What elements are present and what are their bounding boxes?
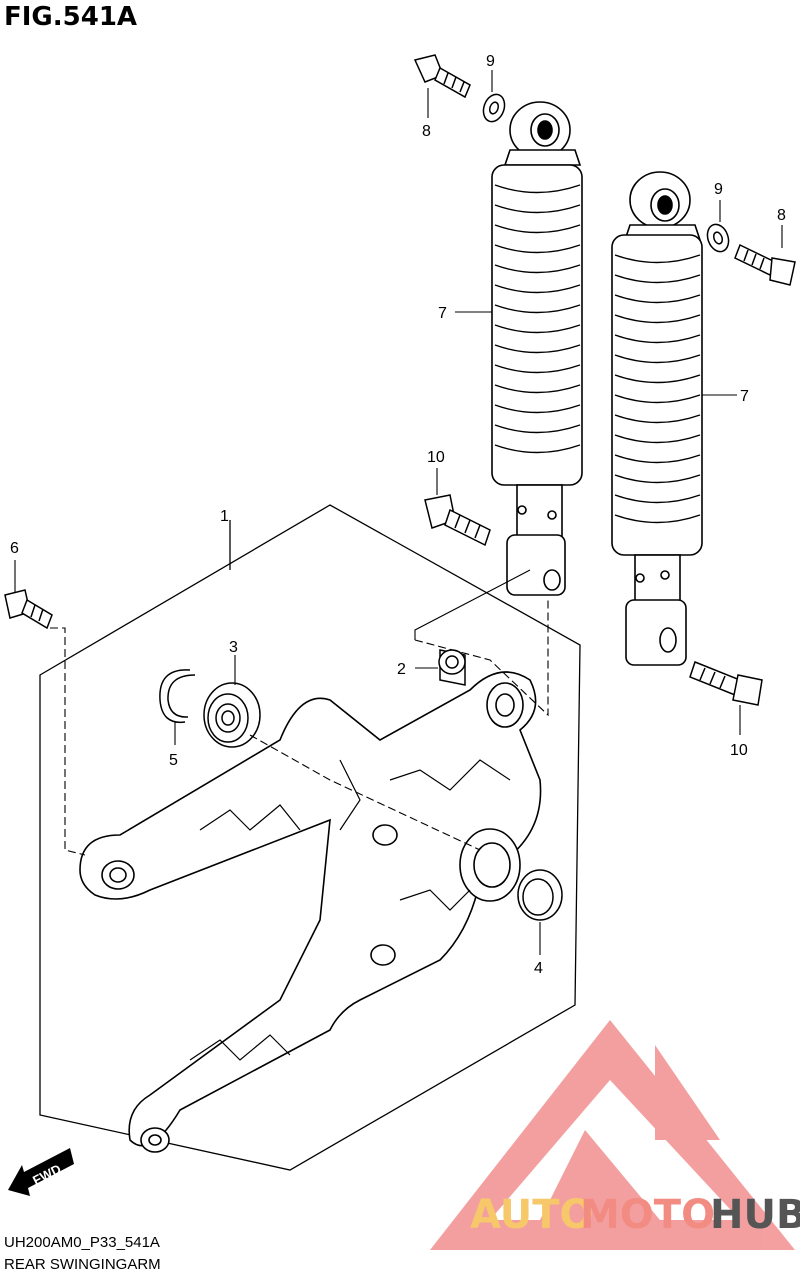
oil-seal-4 (517, 869, 563, 921)
circlip-5 (159, 669, 196, 724)
collar-2 (438, 649, 466, 686)
callout-10-upper: 10 (427, 449, 445, 466)
bearing-3 (203, 682, 261, 748)
callout-2: 2 (397, 661, 406, 678)
watermark-logo (430, 1020, 795, 1250)
washer-9-left (482, 93, 506, 123)
swingarm-assembly-box (39, 504, 581, 1171)
bolt-10-upper (424, 494, 491, 547)
callout-9-left: 9 (486, 53, 495, 70)
figure-code: UH200AM0_P33_541A (4, 1234, 160, 1251)
bolt-8-left (413, 54, 471, 99)
figure-title: FIG.541A (4, 2, 138, 32)
callout-5: 5 (169, 752, 178, 769)
watermark-hub: HUB (710, 1192, 800, 1238)
callout-4: 4 (534, 960, 543, 977)
watermark-auto: AUTO (470, 1192, 594, 1238)
forward-arrow-icon: FWD (8, 1148, 74, 1196)
washer-9-right (706, 223, 730, 253)
leader-lines (14, 70, 783, 955)
callout-3: 3 (229, 639, 238, 656)
shock-absorber-left (491, 101, 583, 596)
callout-6: 6 (10, 540, 19, 557)
callout-7-left: 7 (438, 305, 447, 322)
figure-name: REAR SWINGINGARM (4, 1256, 161, 1273)
callout-9-right: 9 (714, 181, 723, 198)
bolt-10-lower (689, 661, 763, 706)
callout-10-lower: 10 (730, 742, 748, 759)
callout-8-left: 8 (422, 123, 431, 140)
bolt-8-right (734, 243, 796, 286)
callout-7-right: 7 (740, 388, 749, 405)
shock-absorber-right (611, 171, 703, 666)
watermark-text: AUTO MOTO HUB (470, 1192, 800, 1238)
callout-1: 1 (220, 508, 229, 525)
callout-8-right: 8 (777, 207, 786, 224)
watermark-moto: MOTO (580, 1192, 715, 1238)
forward-label: FWD (30, 1161, 63, 1188)
bolt-6 (4, 589, 53, 630)
swingarm (79, 671, 542, 1153)
